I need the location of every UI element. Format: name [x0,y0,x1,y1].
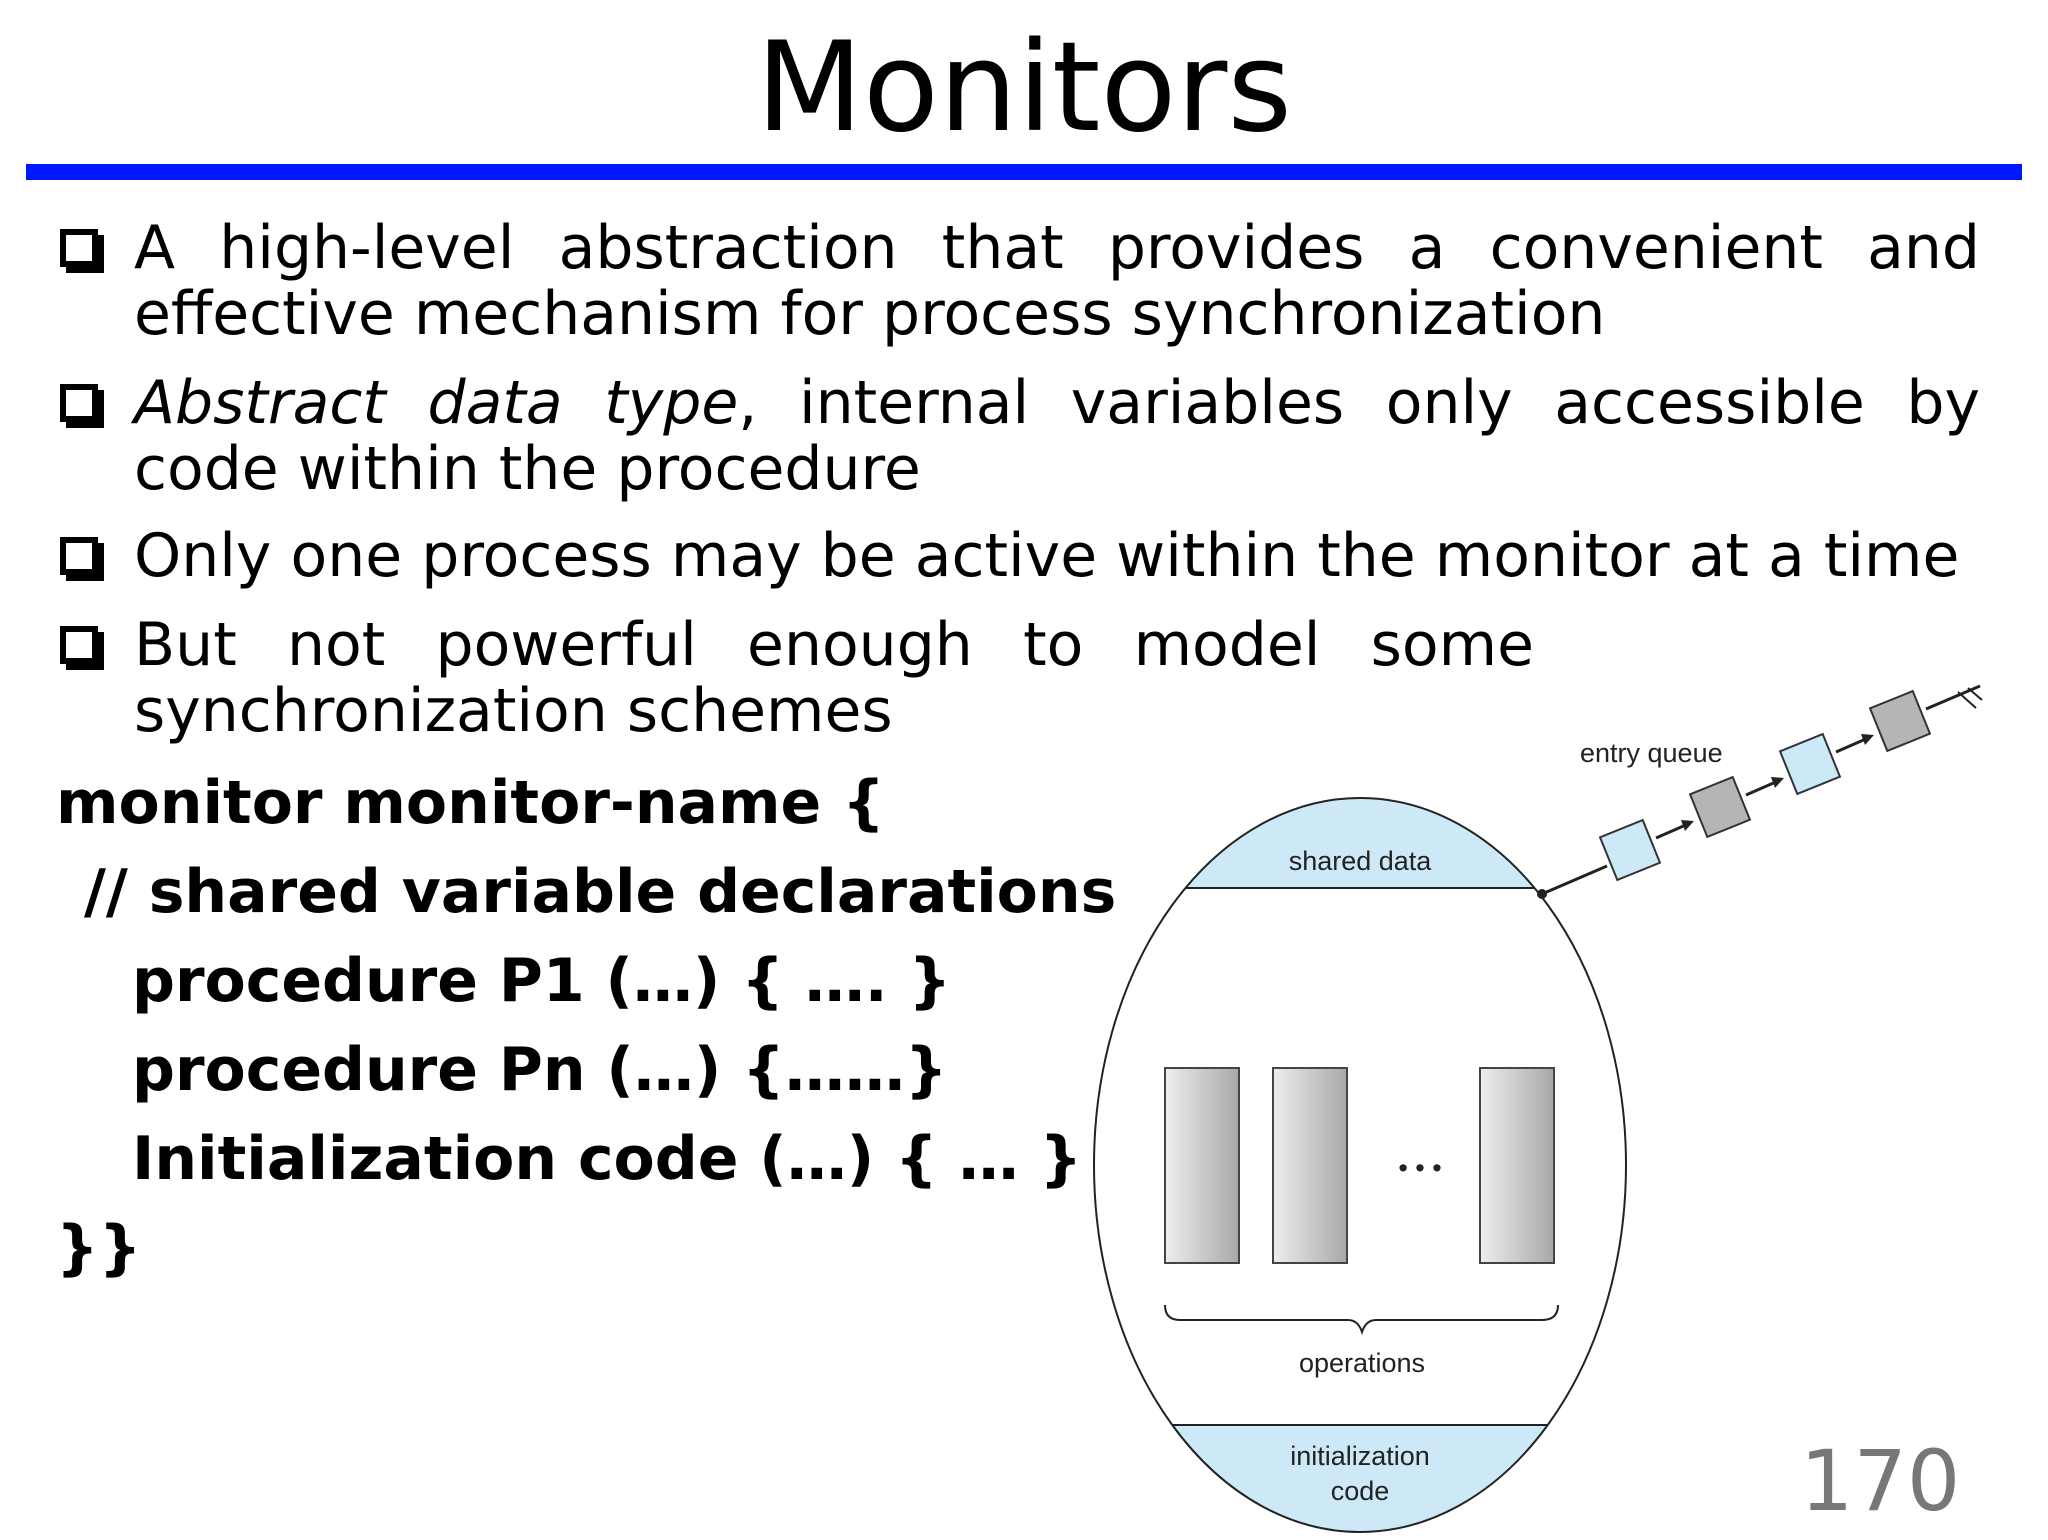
bullet-text: But not powerful enough to model some sy… [134,610,1534,746]
bullet-text: Abstract data type, internal variables o… [134,370,1980,502]
code-line-initialization: Initialization code (…) { … } [132,1124,1083,1194]
initialization-code-label: code [1331,1476,1390,1506]
checkbox-bullet-icon [60,229,98,267]
queue-arrow-icon [1861,734,1874,745]
queue-process-node [1868,689,1932,753]
bullet-item-2: Abstract data type, internal variables o… [60,370,1980,502]
queue-link [1745,779,1779,797]
code-line-procedure-p1: procedure P1 (…) { …. } [132,946,952,1016]
code-line-procedure-pn: procedure Pn (…) {……} [132,1035,948,1105]
page-number: 170 [1800,1432,1961,1530]
code-line-shared-vars: // shared variable declarations [84,857,1117,927]
monitor-oval [1093,797,1627,1533]
queue-link [1541,864,1608,896]
operation-box [1479,1067,1555,1264]
code-line-closing: }} [56,1213,142,1283]
bullet-text-rest: , internal variables only accessible by … [134,368,1980,504]
bullet-italic-term: Abstract data type [134,368,739,438]
operations-label: operations [1299,1348,1425,1378]
queue-terminator-icon [1957,691,1977,709]
queue-arrow-icon [1681,820,1694,831]
queue-link [1835,736,1869,754]
queue-terminator-icon [1967,687,1983,701]
checkbox-bullet-icon [60,384,98,422]
operation-box [1272,1067,1348,1264]
entry-queue-label: entry queue [1580,738,1723,768]
checkbox-bullet-icon [60,537,98,575]
bullet-text: Only one process may be active within th… [134,521,1960,591]
operation-box [1164,1067,1240,1264]
operations-brace [1164,1304,1559,1336]
bullet-item-3: Only one process may be active within th… [60,523,1980,589]
title-underline [26,164,2022,180]
slide-title: Monitors [756,16,1292,160]
code-line-monitor-header: monitor monitor-name { [56,768,885,838]
queue-link [1655,822,1689,840]
queue-arrow-icon [1771,777,1784,788]
queue-process-node [1598,818,1662,882]
queue-process-node [1778,732,1842,796]
bullet-item-4: But not powerful enough to model some sy… [60,612,1980,744]
checkbox-bullet-icon [60,626,98,664]
monitor-diagram: shared data • • • operations initializat… [1093,684,1983,1533]
shared-data-label: shared data [1289,846,1433,876]
bullet-text: A high-level abstraction that provides a… [134,213,1980,349]
queue-process-node [1688,775,1752,839]
ellipsis-label: • • • [1398,1153,1441,1183]
bullet-item-1: A high-level abstraction that provides a… [60,215,1980,347]
initialization-label: initialization [1290,1441,1430,1471]
